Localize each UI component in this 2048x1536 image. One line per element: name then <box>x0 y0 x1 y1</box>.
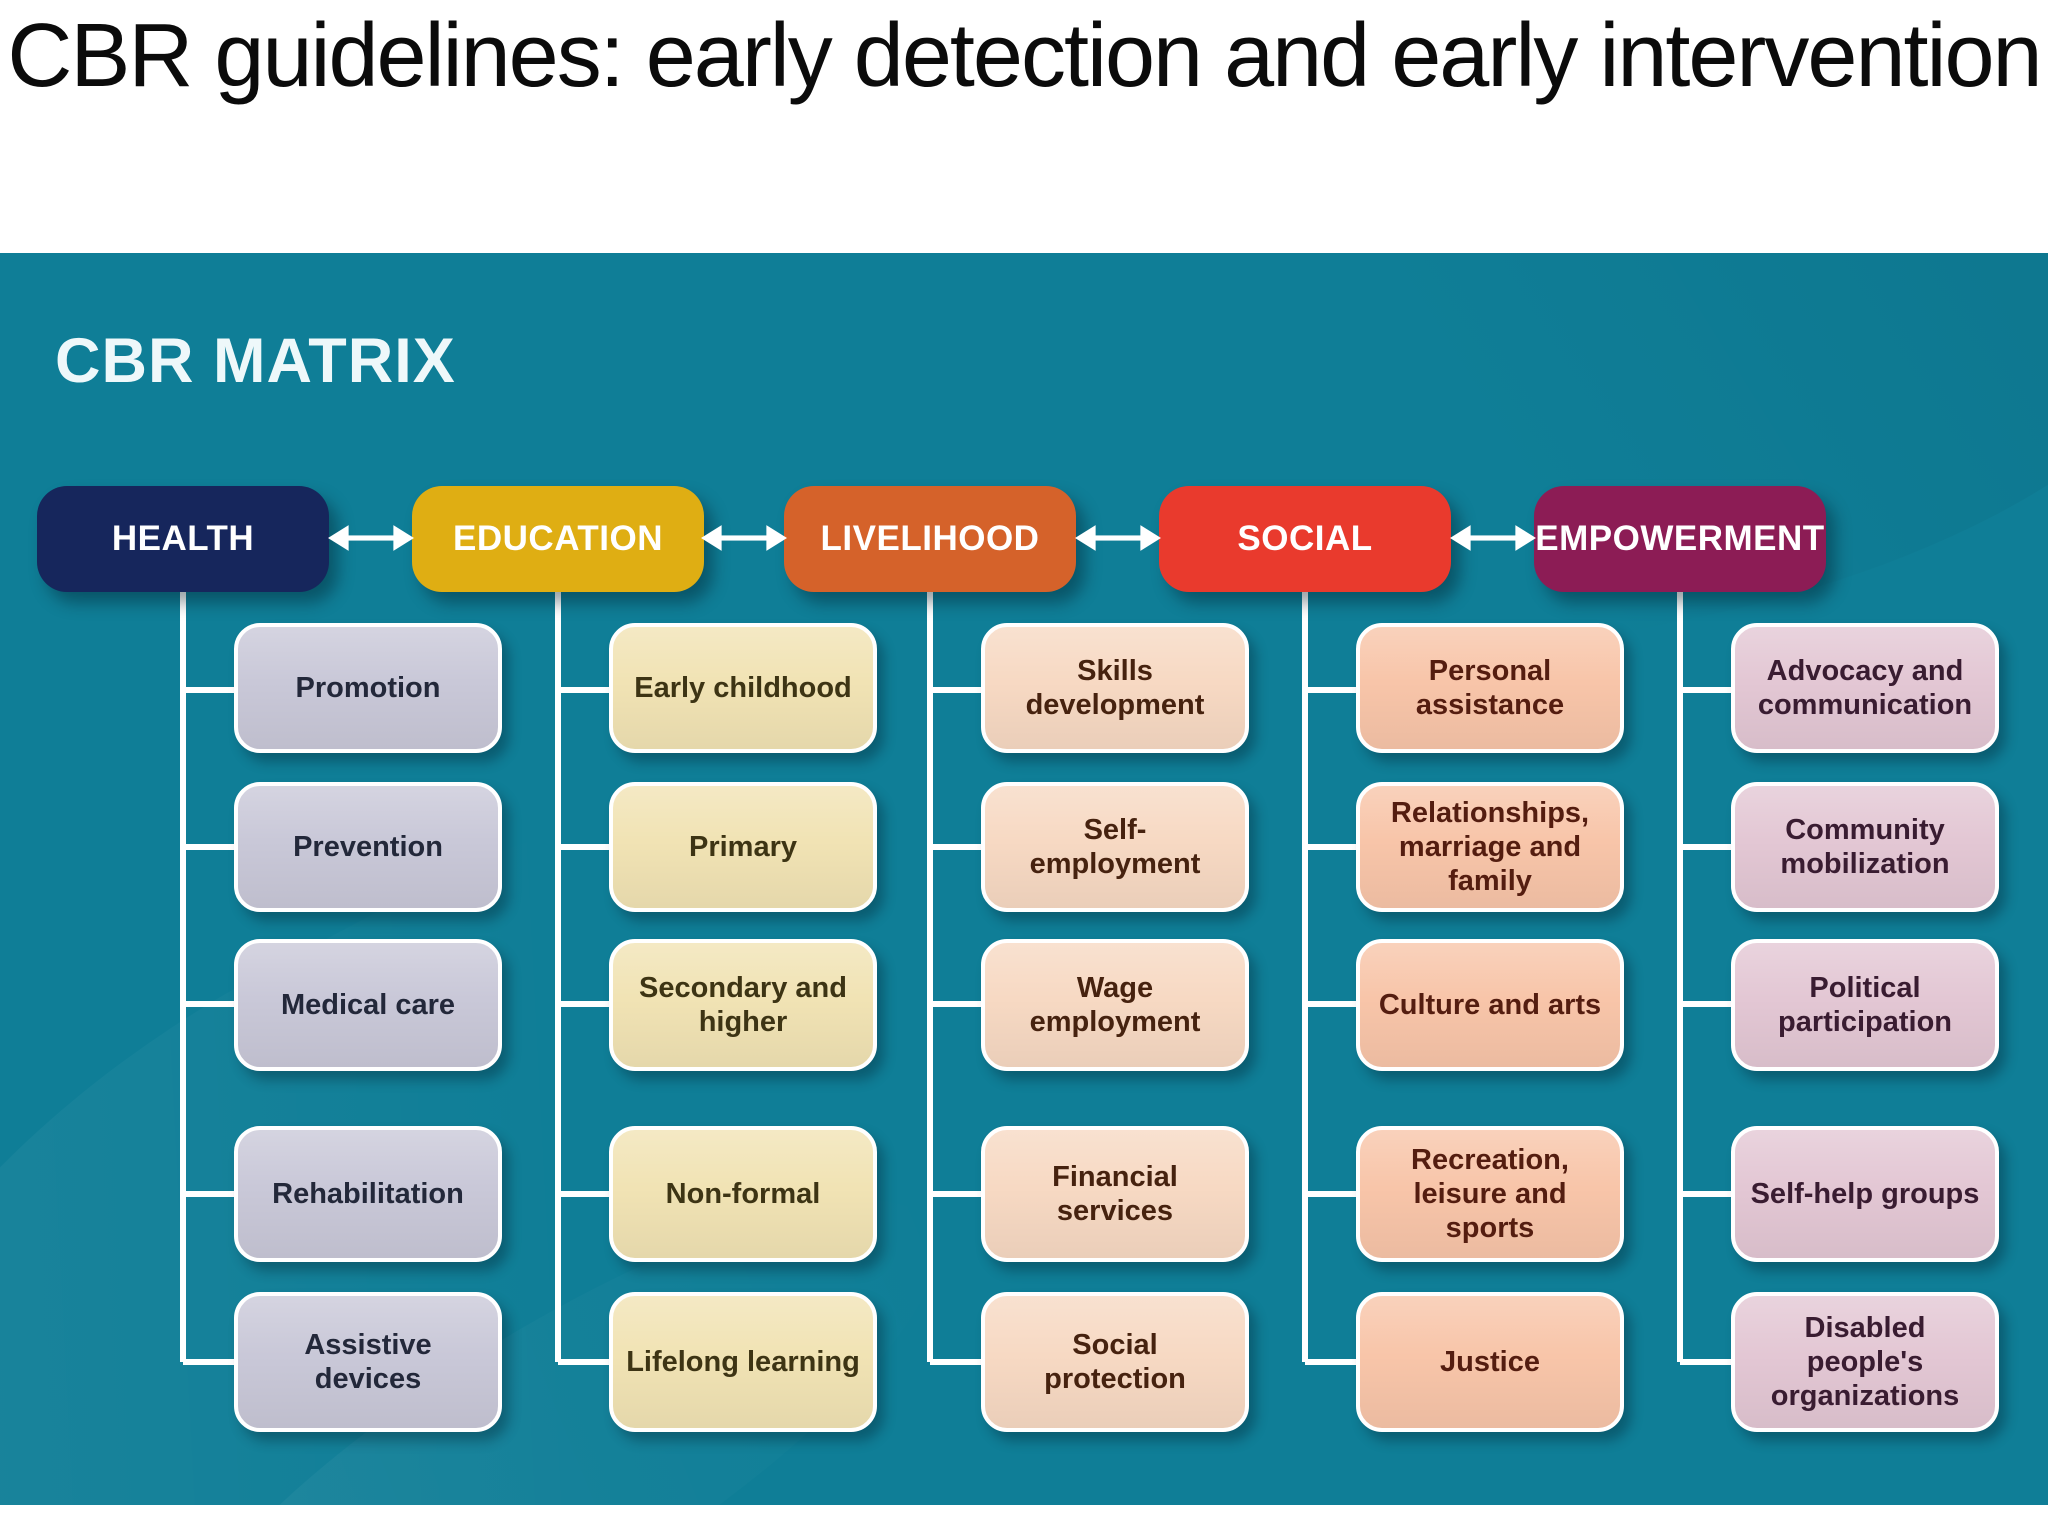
connector-stub <box>1680 687 1735 693</box>
column-header-social: SOCIAL <box>1159 486 1451 592</box>
column-header-education: EDUCATION <box>412 486 704 592</box>
connector-stub <box>183 844 238 850</box>
item-community-mobilization: Community mobilization <box>1731 782 1999 912</box>
connector-stub <box>930 1001 985 1007</box>
connector-vline-social <box>1302 592 1308 1362</box>
connector-stub <box>183 1359 238 1365</box>
connector-stub <box>930 1359 985 1365</box>
connector-vline-livelihood <box>927 592 933 1362</box>
connector-stub <box>1305 844 1360 850</box>
item-self-employment: Self- employment <box>981 782 1249 912</box>
item-non-formal: Non-formal <box>609 1126 877 1262</box>
item-assistive-devices: Assistive devices <box>234 1292 502 1432</box>
double-arrow-icon <box>701 525 787 551</box>
double-arrow-icon <box>1075 525 1161 551</box>
connector-stub <box>558 1359 613 1365</box>
item-culture-and-arts: Culture and arts <box>1356 939 1624 1071</box>
connector-stub <box>1305 687 1360 693</box>
connector-stub <box>558 844 613 850</box>
connector-stub <box>930 1191 985 1197</box>
column-header-empowerment: EMPOWERMENT <box>1534 486 1826 592</box>
item-recreation-leisure-sports: Recreation, leisure and sports <box>1356 1126 1624 1262</box>
item-political-participation: Political participation <box>1731 939 1999 1071</box>
connector-stub <box>1680 1191 1735 1197</box>
item-early-childhood: Early childhood <box>609 623 877 753</box>
connector-stub <box>558 1001 613 1007</box>
connector-stub <box>183 687 238 693</box>
connector-stub <box>183 1001 238 1007</box>
connector-stub <box>1680 1359 1735 1365</box>
connector-vline-education <box>555 592 561 1362</box>
item-disabled-peoples-organizations: Disabled people's organizations <box>1731 1292 1999 1432</box>
item-medical-care: Medical care <box>234 939 502 1071</box>
connector-stub <box>930 687 985 693</box>
item-skills-development: Skills development <box>981 623 1249 753</box>
item-relationships-marriage-family: Relationships, marriage and family <box>1356 782 1624 912</box>
connector-stub <box>1305 1359 1360 1365</box>
item-secondary-and-higher: Secondary and higher <box>609 939 877 1071</box>
item-self-help-groups: Self-help groups <box>1731 1126 1999 1262</box>
double-arrow-icon <box>328 525 414 551</box>
item-promotion: Promotion <box>234 623 502 753</box>
connector-vline-health <box>180 592 186 1362</box>
connector-stub <box>1680 1001 1735 1007</box>
item-social-protection: Social protection <box>981 1292 1249 1432</box>
column-header-livelihood: LIVELIHOOD <box>784 486 1076 592</box>
cbr-matrix-panel: CBR MATRIX HEALTH EDUCATION LIVELIHOOD S… <box>0 253 2048 1505</box>
item-personal-assistance: Personal assistance <box>1356 623 1624 753</box>
item-wage-employment: Wage employment <box>981 939 1249 1071</box>
connector-stub <box>1305 1191 1360 1197</box>
connector-stub <box>558 687 613 693</box>
item-primary: Primary <box>609 782 877 912</box>
connector-vline-empowerment <box>1677 592 1683 1362</box>
item-rehabilitation: Rehabilitation <box>234 1126 502 1262</box>
item-lifelong-learning: Lifelong learning <box>609 1292 877 1432</box>
matrix-heading: CBR MATRIX <box>55 326 456 396</box>
double-arrow-icon <box>1450 525 1536 551</box>
slide-title: CBR guidelines: early detection and earl… <box>7 6 2042 106</box>
item-prevention: Prevention <box>234 782 502 912</box>
connector-stub <box>1680 844 1735 850</box>
connector-stub <box>930 844 985 850</box>
connector-stub <box>558 1191 613 1197</box>
connector-stub <box>183 1191 238 1197</box>
column-header-health: HEALTH <box>37 486 329 592</box>
item-advocacy-communication: Advocacy and communication <box>1731 623 1999 753</box>
item-justice: Justice <box>1356 1292 1624 1432</box>
item-financial-services: Financial services <box>981 1126 1249 1262</box>
connector-stub <box>1305 1001 1360 1007</box>
